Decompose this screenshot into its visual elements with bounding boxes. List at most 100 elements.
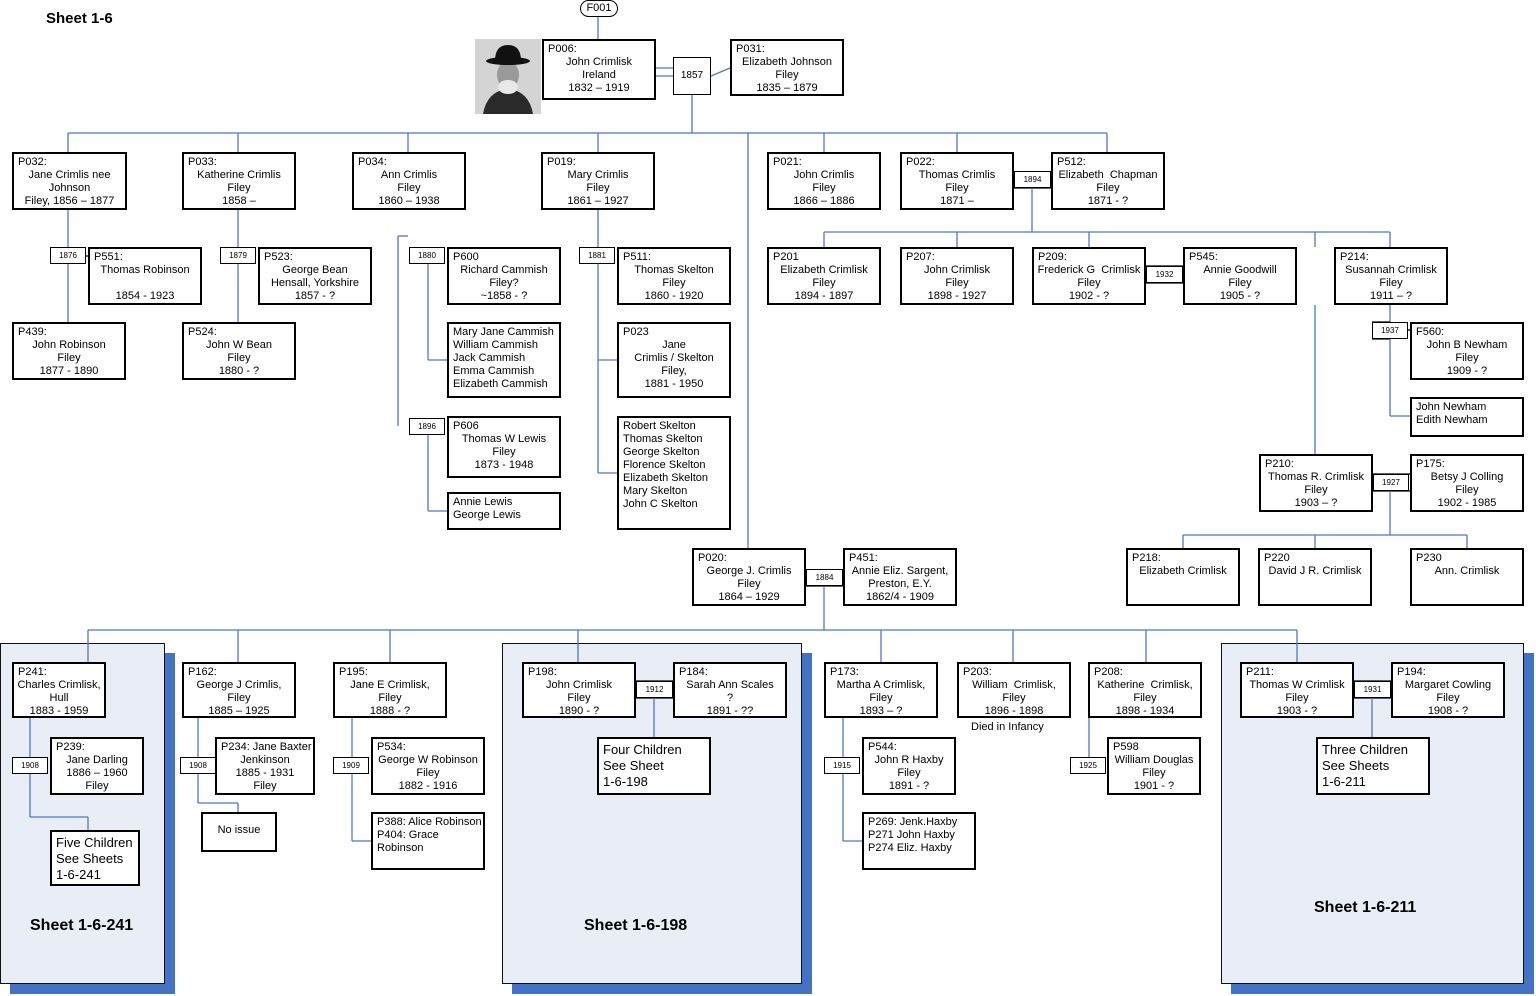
person-code: P439: — [18, 326, 47, 338]
person-code: P022: — [906, 156, 935, 168]
marriage-year-box: 1857 — [673, 57, 711, 95]
person-detail-line: Elizabeth Cammish — [453, 378, 548, 390]
person-detail-line: William Douglas — [1114, 754, 1194, 766]
person-detail-line: 1871 - ? — [1087, 195, 1129, 207]
person-detail-line: 1883 - 1959 — [29, 705, 89, 717]
marriage-year-box: 1937 — [1372, 322, 1408, 339]
marriage-year-box: 1884 — [806, 569, 843, 586]
person-detail-line: P404: Grace — [377, 829, 439, 841]
person-detail-line: John R Haxby — [874, 754, 944, 766]
person-box-no-issue[interactable]: No issue — [201, 812, 277, 852]
person-code: P241: — [18, 666, 47, 678]
person-detail-line: Crimlis / Skelton — [634, 352, 714, 364]
person-detail-line: Filey — [567, 692, 591, 704]
person-detail-line: George J. Crimlis — [706, 565, 792, 577]
person-detail-line: 1898 - 1927 — [927, 290, 987, 302]
person-detail-line: Filey, 1856 – 1877 — [24, 195, 115, 207]
marriage-year-box: 1876 — [50, 247, 86, 264]
person-code: P544: — [868, 741, 897, 753]
person-detail-line: Thomas Skelton — [623, 433, 703, 445]
person-code: P211: — [1246, 666, 1274, 678]
person-detail-line: P274 Eliz. Haxby — [868, 842, 952, 854]
person-box-p184[interactable]: P184:Sarah Ann Scales?1891 - ?? — [673, 662, 787, 718]
person-code: P019: — [547, 156, 576, 168]
person-box-p551[interactable]: P551:Thomas Robinson 1854 - 1923 — [88, 247, 202, 305]
person-detail-line: Filey — [1133, 692, 1157, 704]
person-detail-line: P388: Alice Robinson — [377, 816, 482, 828]
person-detail-line: Jane Darling — [66, 754, 128, 766]
person-detail-line: Filey — [775, 69, 799, 81]
person-detail-line: Filey, — [661, 365, 687, 377]
person-detail-line: Filey — [1228, 277, 1252, 289]
person-detail-line: Hensall, Yorkshire — [270, 277, 360, 289]
page-title: Sheet 1-6 — [46, 10, 113, 27]
person-detail-line: George Bean — [282, 264, 348, 276]
person-detail-line: Mary Skelton — [623, 485, 688, 497]
person-detail-line: 1885 – 1925 — [208, 705, 270, 717]
person-detail-line: Filey — [1379, 277, 1403, 289]
person-box-p451[interactable]: P451:Annie Eliz. Sargent,Preston, E.Y.18… — [843, 548, 957, 606]
person-detail-line: Filey — [227, 692, 251, 704]
person-code: P534: — [377, 741, 406, 753]
person-box-p218[interactable]: P218:Elizabeth Crimlisk — [1126, 548, 1240, 606]
person-detail-line: Filey — [1455, 352, 1479, 364]
root-family-node[interactable]: F001 — [580, 0, 618, 17]
person-code: P023 — [623, 326, 649, 338]
person-code: P230 — [1416, 552, 1442, 564]
person-detail-line: Filey — [945, 277, 969, 289]
person-code: P512: — [1057, 156, 1086, 168]
marriage-year-box: 1912 — [636, 681, 673, 698]
person-detail-line: 1881 - 1950 — [644, 378, 704, 390]
